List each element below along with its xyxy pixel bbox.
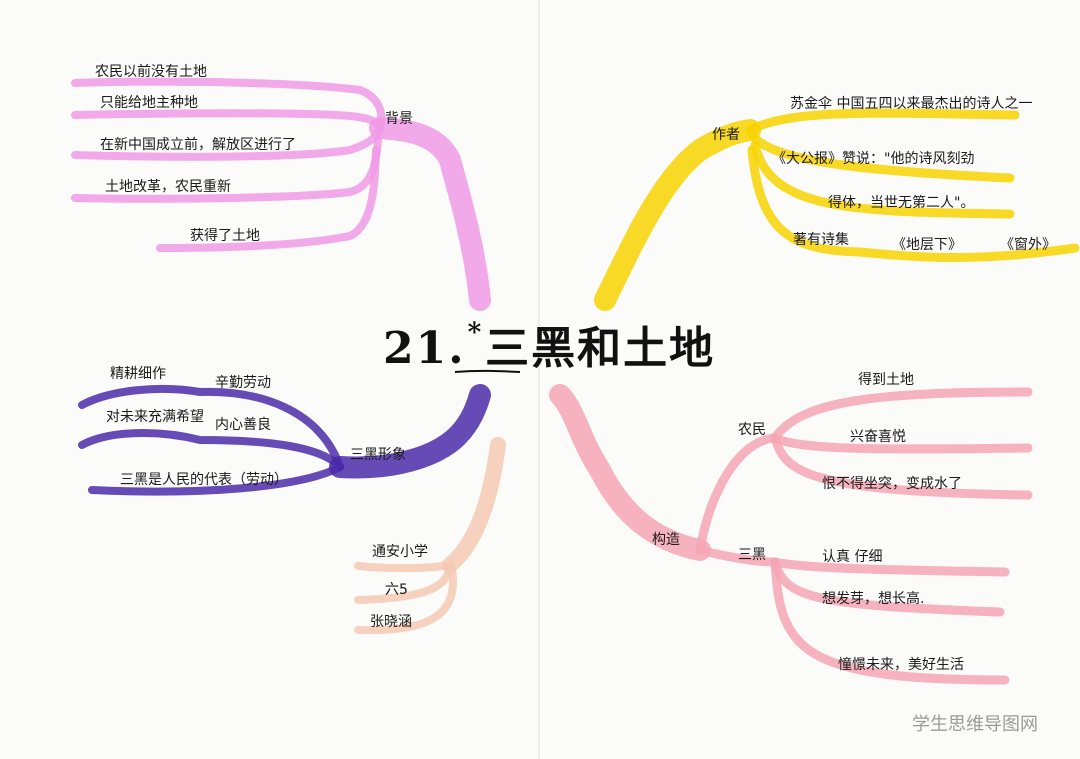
twig-bg-3 <box>71 124 384 161</box>
twig-im-3 <box>88 463 344 496</box>
author-item: 《大公报》赞说："他的诗风刻劲 <box>772 151 975 167</box>
branch-background-lines <box>71 77 491 311</box>
structure-sub-label: 农民 <box>738 422 766 438</box>
background-item: 获得了土地 <box>190 228 260 244</box>
page-fold <box>538 0 540 759</box>
author-info-item: 六5 <box>385 582 408 598</box>
twig-st-sanhei <box>695 545 780 567</box>
twig-st-1 <box>770 387 1033 443</box>
title-underline <box>454 369 521 373</box>
background-item: 土地改革，农民重新 <box>105 179 231 195</box>
image-item: 对未来充满希望 <box>106 409 204 425</box>
background-node-label: 背景 <box>385 111 413 127</box>
branch-author-lines <box>594 108 1080 311</box>
author-item: 著有诗集 <box>793 232 849 248</box>
twig-au-2 <box>745 125 1015 183</box>
structure-item: 认真 仔细 <box>822 549 883 565</box>
author-work: 《窗外》 <box>1000 237 1056 253</box>
twig-au-1 <box>745 108 1020 135</box>
background-item: 农民以前没有土地 <box>95 64 207 80</box>
image-item: 内心善良 <box>215 417 271 433</box>
watermark: 学生思维导图网 <box>912 714 1038 735</box>
image-node-label: 三黑形象 <box>350 447 406 463</box>
twig-im-1 <box>78 384 344 471</box>
page-title: 21.*三黑和土地 <box>383 312 715 376</box>
structure-node-label: 构造 <box>652 532 680 548</box>
author-info-item: 通安小学 <box>372 544 428 560</box>
trunk-author-info <box>442 437 506 573</box>
twig-bg-5 <box>156 146 380 252</box>
twig-st-6 <box>770 557 1010 685</box>
trunk-structure <box>549 384 711 561</box>
title-text: 三黑和土地 <box>485 323 716 374</box>
author-item: 得体，当世无第二人"。 <box>828 195 975 211</box>
title-number: 21. <box>383 323 466 374</box>
twig-st-3 <box>770 433 1033 500</box>
author-info-item: 张晓涵 <box>370 614 412 630</box>
background-item: 在新中国成立前，解放区进行了 <box>100 137 296 153</box>
branch-image-lines <box>78 384 491 496</box>
background-item: 只能给地主种地 <box>100 95 198 111</box>
trunk-author <box>594 119 761 311</box>
trunk-image <box>329 384 491 479</box>
trunk-background <box>369 117 491 311</box>
structure-item: 兴奋喜悦 <box>850 429 906 445</box>
title-star: * <box>467 318 484 348</box>
structure-item: 得到土地 <box>858 372 914 388</box>
twig-bg-2 <box>71 109 384 132</box>
branch-author-info-lines <box>354 437 506 635</box>
twig-ai-3 <box>354 566 457 635</box>
image-item: 精耕细作 <box>110 366 166 382</box>
structure-item: 想发芽，想长高. <box>822 591 925 607</box>
twig-im-2 <box>78 429 344 471</box>
twig-au-3 <box>750 140 1015 219</box>
image-item: 三黑是人民的代表（劳动） <box>120 472 288 488</box>
image-item: 辛勤劳动 <box>215 375 271 391</box>
branch-structure-lines <box>549 384 1033 685</box>
structure-item: 憧憬未来，美好生活 <box>838 657 964 673</box>
twig-bg-1 <box>71 77 386 132</box>
twig-st-2 <box>770 433 1033 454</box>
twig-st-farmer <box>695 433 780 555</box>
twig-st-4 <box>770 557 1010 577</box>
twig-au-4 <box>747 145 1080 262</box>
structure-sub-label: 三黑 <box>738 547 766 563</box>
author-node-label: 作者 <box>712 127 740 143</box>
twig-ai-1 <box>354 561 454 573</box>
author-item: 苏金伞 中国五四以来最杰出的诗人之一 <box>790 96 1033 112</box>
structure-item: 恨不得坐突，变成水了 <box>822 476 962 492</box>
author-work: 《地层下》 <box>892 237 962 253</box>
